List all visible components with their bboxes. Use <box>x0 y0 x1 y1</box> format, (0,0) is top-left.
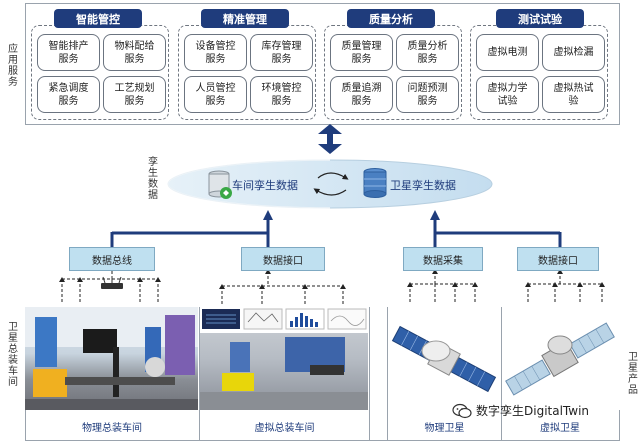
caption-physical-workshop: 物理总装车间 <box>82 423 142 434</box>
data-bus-box: 数据总线 <box>69 247 155 271</box>
caption-divider <box>387 307 388 440</box>
service-item: 智能排产服务 <box>37 34 100 71</box>
caption-divider <box>369 307 370 440</box>
virtual-satellite-image <box>502 307 618 410</box>
data-interface-box-right: 数据接口 <box>517 247 599 271</box>
group-quality-analysis: 质量管理服务 质量分析服务 质量追溯服务 问题预测服务 <box>324 25 462 120</box>
caption-divider <box>501 307 502 440</box>
side-label-app-services: 应用服务 <box>8 44 18 88</box>
group-title-testing: 测试试验 <box>496 9 584 28</box>
group-intelligent-control: 智能排产服务 物料配给服务 紧急调度服务 工艺规划服务 <box>31 25 169 120</box>
group-title-quality-analysis: 质量分析 <box>347 9 435 28</box>
caption-divider <box>199 307 200 440</box>
service-item: 物料配给服务 <box>103 34 166 71</box>
service-item: 问题预测服务 <box>396 76 459 113</box>
data-interface-box-left: 数据接口 <box>241 247 325 271</box>
data-acquisition-box: 数据采集 <box>403 247 483 271</box>
application-services-panel: 智能排产服务 物料配给服务 紧急调度服务 工艺规划服务 设备管控服务 库存管理服… <box>25 3 620 125</box>
service-item: 虚拟热试验 <box>542 76 605 113</box>
service-item: 工艺规划服务 <box>103 76 166 113</box>
side-label-workshop: 卫星总装车间 <box>8 322 18 388</box>
physical-workshop-image <box>25 307 198 410</box>
router-icon <box>101 276 123 289</box>
group-title-intelligent-control: 智能管控 <box>54 9 142 28</box>
satellite-database-icon <box>363 168 387 198</box>
side-label-twin-data: 孪生数据 <box>148 157 158 201</box>
physical-satellite-image <box>388 307 502 410</box>
workshop-database-icon <box>208 170 232 199</box>
wechat-icon <box>452 403 472 418</box>
service-item: 紧急调度服务 <box>37 76 100 113</box>
caption-virtual-workshop: 虚拟总装车间 <box>254 423 315 434</box>
side-label-satellite-product: 卫星产品 <box>628 352 638 396</box>
service-item: 库存管理服务 <box>250 34 313 71</box>
service-item: 质量分析服务 <box>396 34 459 71</box>
caption-virtual-satellite: 虚拟卫星 <box>540 423 580 434</box>
virtual-workshop-image <box>200 307 368 410</box>
satellite-twin-data-label: 卫星孪生数据 <box>390 179 456 192</box>
caption-physical-satellite: 物理卫星 <box>424 423 465 434</box>
service-item: 虚拟电测 <box>476 34 539 71</box>
group-title-precise-management: 精准管理 <box>201 9 289 28</box>
service-item: 环境管控服务 <box>250 76 313 113</box>
sync-cycle-icon <box>313 172 349 196</box>
watermark: 数字孪生DigitalTwin <box>452 402 589 419</box>
service-item: 人员管控服务 <box>184 76 247 113</box>
group-precise-management: 设备管控服务 库存管理服务 人员管控服务 环境管控服务 <box>178 25 316 120</box>
caption-bar <box>25 410 620 441</box>
watermark-text: 数字孪生DigitalTwin <box>476 404 590 418</box>
service-item: 虚拟检漏 <box>542 34 605 71</box>
service-item: 虚拟力学试验 <box>476 76 539 113</box>
service-item: 设备管控服务 <box>184 34 247 71</box>
service-item: 质量管理服务 <box>330 34 393 71</box>
workshop-twin-data-label: 车间孪生数据 <box>232 179 298 192</box>
service-item: 质量追溯服务 <box>330 76 393 113</box>
double-arrow-icon <box>318 124 342 154</box>
